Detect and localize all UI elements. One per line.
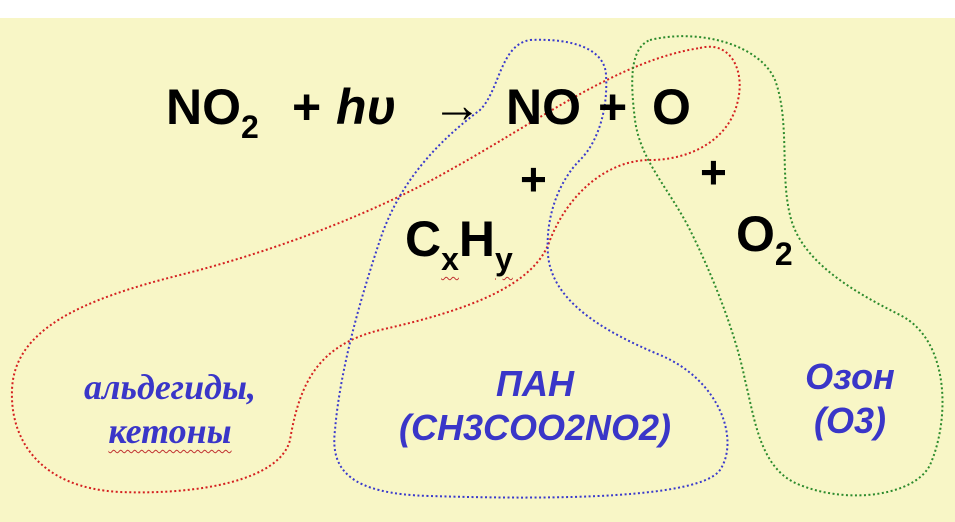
label-aldehydes: альдегиды, кетоны (55, 365, 285, 453)
o2-text: O (736, 206, 775, 262)
green-loop-ozone (631, 35, 944, 497)
label-ozone-line1: Озон (805, 356, 895, 397)
hydrocarbon-formula: CxHy (405, 210, 513, 277)
subscript-x: x (441, 241, 459, 277)
label-aldehydes-line2: кетоны (108, 411, 232, 451)
o2-subscript: 2 (774, 236, 793, 272)
no2-subscript: 2 (241, 109, 259, 145)
label-ozone: Озон (O3) (775, 355, 925, 443)
cropped-text-strip (0, 0, 955, 18)
plus-sign: + (292, 79, 322, 135)
photon-hv: hυ (336, 79, 397, 135)
blue-loop-pan (333, 38, 729, 499)
o-atom: O (652, 79, 691, 135)
no-formula: NO (506, 79, 581, 135)
no2-formula: NO2 (166, 78, 259, 145)
subscript-y: y (495, 241, 513, 277)
hydrogen-h: H (458, 211, 496, 267)
label-ozone-line2: (O3) (814, 400, 886, 441)
label-pan-line1: ПАН (496, 363, 574, 404)
label-pan-line2: (CH3COO2NO2) (398, 407, 672, 448)
red-loop-aldehydes (10, 45, 741, 494)
no2-text: NO (166, 79, 241, 135)
label-pan: ПАН (CH3COO2NO2) (355, 362, 715, 450)
plus-oxygen: + (700, 146, 727, 198)
label-aldehydes-line1: альдегиды, (84, 367, 256, 407)
reaction-arrow: → (432, 77, 482, 133)
carbon-c: C (405, 211, 442, 267)
plus-hydrocarbon: + (520, 153, 547, 205)
plus-sign-2: + (598, 79, 628, 135)
o2-formula: O2 (736, 205, 793, 272)
slide-background (0, 18, 955, 522)
